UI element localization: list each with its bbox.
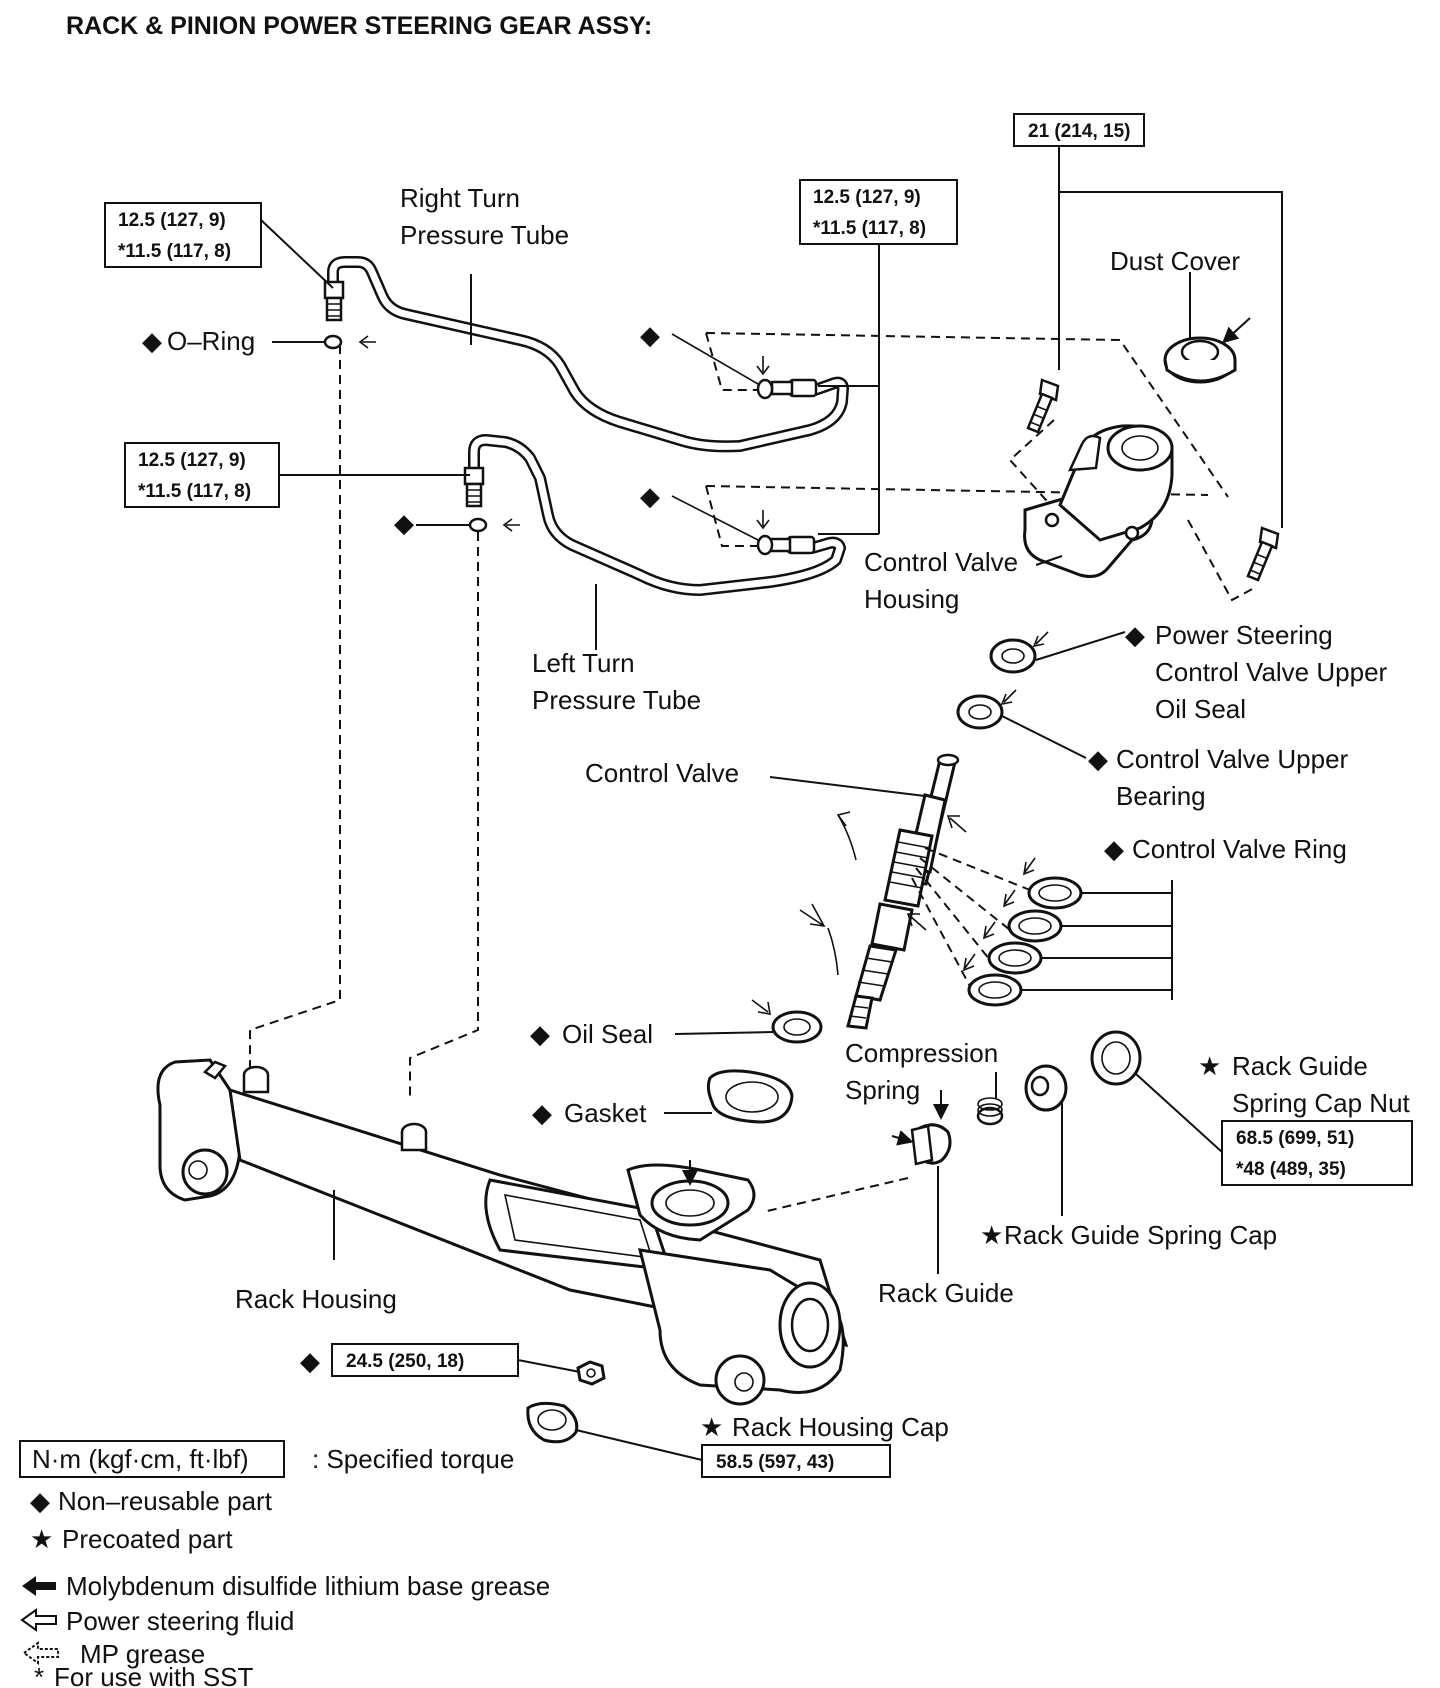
label-upper-oil-seal-1: Power Steering <box>1155 620 1333 650</box>
moly-grease-arrow-icon <box>22 1576 56 1596</box>
torque-value: 58.5 (597, 43) <box>716 1452 834 1473</box>
torque-value: 12.5 (127, 9) <box>813 187 921 208</box>
fluid-arrow-icon <box>20 1608 57 1632</box>
dust-cover <box>1163 317 1251 384</box>
label-spring-cap-nut-1: Rack Guide <box>1232 1051 1368 1081</box>
oil-seal <box>751 999 823 1044</box>
legend-precoated-mark: ★ <box>30 1524 53 1554</box>
legend-non-reusable-mark: ◆ <box>30 1486 50 1516</box>
gasket <box>706 1069 794 1124</box>
label-upper-bearing-2: Bearing <box>1116 781 1206 811</box>
torque-box-housing-bolts: 21 (214, 15) <box>1013 113 1145 147</box>
torque-value: 12.5 (127, 9) <box>138 450 246 471</box>
o-ring-valve-lower <box>756 510 774 556</box>
label-left-turn-tube-2: Pressure Tube <box>532 685 701 715</box>
torque-value-sst: *11.5 (117, 8) <box>813 218 926 239</box>
diagram-title: RACK & PINION POWER STEERING GEAR ASSY: <box>66 12 652 40</box>
torque-value-sst: *48 (489, 35) <box>1236 1159 1346 1180</box>
non-reusable-mark: ◆ <box>142 326 162 356</box>
torque-value: 24.5 (250, 18) <box>346 1351 464 1372</box>
o-ring-left-tube <box>468 517 520 533</box>
rack-nut <box>576 1360 606 1386</box>
rack-guide-spring-cap-nut <box>1090 1030 1142 1086</box>
legend-moly-grease: Molybdenum disulfide lithium base grease <box>66 1571 550 1601</box>
torque-value: 12.5 (127, 9) <box>118 210 226 231</box>
label-control-valve-housing-2: Housing <box>864 584 959 614</box>
left-turn-pressure-tube <box>463 434 846 596</box>
non-reusable-mark: ◆ <box>640 320 660 350</box>
label-upper-bearing-1: Control Valve Upper <box>1116 744 1349 774</box>
precoated-mark: ★ <box>980 1220 1003 1250</box>
label-rack-guide: Rack Guide <box>878 1278 1014 1308</box>
non-reusable-mark: ◆ <box>530 1019 550 1049</box>
legend-ps-fluid: Power steering fluid <box>66 1606 294 1636</box>
rack-housing <box>156 1058 849 1406</box>
label-gasket: Gasket <box>564 1098 647 1128</box>
legend-torque-desc: : Specified torque <box>312 1444 514 1474</box>
legend-torque-unit: N·m (kgf·cm, ft·lbf) <box>32 1444 249 1474</box>
torque-value-sst: *11.5 (117, 8) <box>138 481 251 502</box>
legend-sst: For use with SST <box>54 1662 254 1688</box>
legend-sst-mark: * <box>34 1662 44 1688</box>
label-compression-spring-1: Compression <box>845 1038 998 1068</box>
housing-bolt-left <box>1026 378 1060 434</box>
label-o-ring: O–Ring <box>167 326 255 356</box>
torque-value: 21 (214, 15) <box>1028 121 1130 142</box>
label-dust-cover: Dust Cover <box>1110 246 1240 276</box>
housing-bolt-right <box>1246 526 1280 582</box>
control-valve-housing <box>1023 424 1174 578</box>
label-upper-oil-seal-3: Oil Seal <box>1155 694 1246 724</box>
label-right-turn-tube-1: Right Turn <box>400 183 520 213</box>
legend-mp-grease: MP grease <box>80 1639 205 1669</box>
label-rack-housing-cap: Rack Housing Cap <box>732 1412 949 1442</box>
torque-box-rack-housing-cap: 58.5 (597, 43) <box>701 1444 891 1478</box>
torque-box-left-tube: 12.5 (127, 9) *11.5 (117, 8) <box>124 442 280 508</box>
label-control-valve-housing-1: Control Valve <box>864 547 1018 577</box>
torque-value: 68.5 (699, 51) <box>1236 1128 1354 1149</box>
torque-box-spring-cap-nut: 68.5 (699, 51) *48 (489, 35) <box>1221 1120 1413 1186</box>
mp-grease-arrow-icon <box>22 1641 59 1665</box>
rack-guide <box>891 1090 952 1166</box>
non-reusable-mark: ◆ <box>1088 744 1108 774</box>
legend: N·m (kgf·cm, ft·lbf) : Specified torque … <box>19 1440 550 1688</box>
precoated-mark: ★ <box>700 1412 723 1442</box>
label-spring-cap-nut-2: Spring Cap Nut <box>1232 1088 1411 1118</box>
control-valve <box>799 753 967 1030</box>
non-reusable-mark: ◆ <box>532 1098 552 1128</box>
rack-guide-spring-cap <box>1024 1064 1068 1112</box>
label-left-turn-tube-1: Left Turn <box>532 648 635 678</box>
torque-box-right-tube: 12.5 (127, 9) *11.5 (117, 8) <box>104 202 262 268</box>
label-control-valve: Control Valve <box>585 758 739 788</box>
non-reusable-mark: ◆ <box>1125 620 1145 650</box>
right-turn-pressure-tube <box>323 256 849 453</box>
label-oil-seal: Oil Seal <box>562 1019 653 1049</box>
label-control-valve-ring: Control Valve Ring <box>1132 834 1347 864</box>
control-valve-rings <box>911 847 1173 1007</box>
o-ring-right-tube <box>323 334 376 350</box>
label-upper-oil-seal-2: Control Valve Upper <box>1155 657 1388 687</box>
non-reusable-mark: ◆ <box>300 1346 320 1376</box>
label-compression-spring-2: Spring <box>845 1075 920 1105</box>
non-reusable-mark: ◆ <box>640 481 660 511</box>
label-right-turn-tube-2: Pressure Tube <box>400 220 569 250</box>
legend-precoated: Precoated part <box>62 1524 233 1554</box>
non-reusable-mark: ◆ <box>1104 834 1124 864</box>
rack-housing-cap <box>526 1401 579 1444</box>
torque-box-rack-nut: 24.5 (250, 18) <box>331 1343 519 1377</box>
legend-non-reusable: Non–reusable part <box>58 1486 273 1516</box>
control-valve-upper-bearing <box>956 689 1017 730</box>
control-valve-upper-oil-seal <box>989 631 1049 674</box>
torque-value-sst: *11.5 (117, 8) <box>118 241 231 262</box>
torque-box-valve-tubes: 12.5 (127, 9) *11.5 (117, 8) <box>799 179 958 245</box>
non-reusable-mark: ◆ <box>394 508 414 538</box>
precoated-mark: ★ <box>1198 1051 1221 1081</box>
compression-spring <box>976 1097 1004 1126</box>
label-rack-housing: Rack Housing <box>235 1284 397 1314</box>
label-rack-guide-spring-cap: Rack Guide Spring Cap <box>1004 1220 1277 1250</box>
o-ring-valve-upper <box>756 356 774 400</box>
